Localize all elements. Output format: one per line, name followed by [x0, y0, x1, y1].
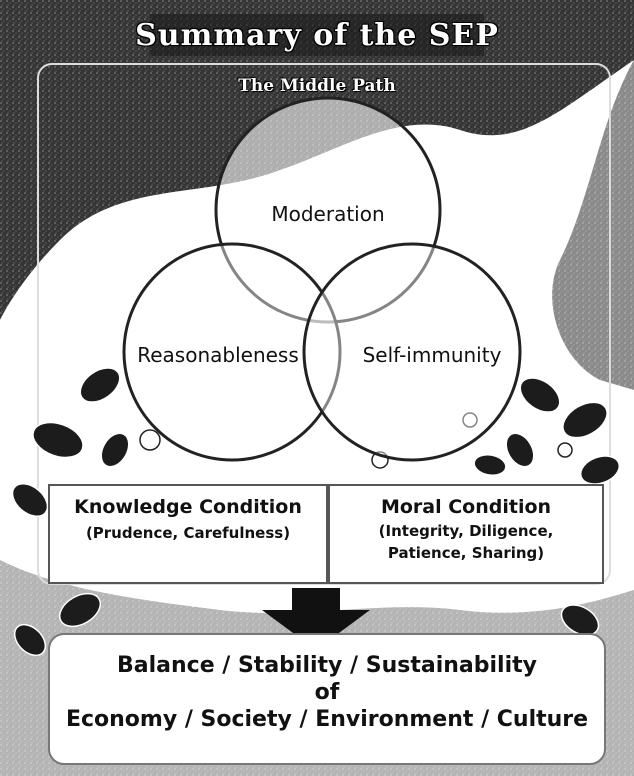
leaf-icon	[560, 604, 600, 636]
leaf-icon	[100, 432, 130, 468]
background-texture-right	[552, 60, 634, 390]
outcome-line-1: Balance / Stability / Sustainability	[116, 653, 537, 678]
down-arrow-icon	[262, 588, 370, 650]
leaf-icon	[32, 421, 84, 459]
knowledge-condition-title: Knowledge Condition	[74, 496, 302, 518]
flower-icon	[139, 429, 161, 451]
moral-condition-detail-1: (Integrity, Diligence,	[378, 522, 554, 540]
leaf-icon	[562, 401, 608, 439]
middle-path-frame	[37, 63, 611, 585]
moderation-label: Moderation	[271, 202, 385, 226]
background-texture-top	[0, 0, 634, 320]
circle-self-immunity	[302, 242, 522, 462]
flower-icon	[557, 442, 573, 458]
moral-condition-detail-2: Patience, Sharing)	[387, 544, 545, 562]
leaf-icon	[579, 455, 621, 485]
leaf-icon	[13, 623, 47, 657]
leaf-icon	[519, 377, 561, 413]
knowledge-condition-detail: (Prudence, Carefulness)	[85, 524, 291, 542]
leaf-icon	[505, 432, 535, 468]
page-title: Summary of the SEP	[135, 18, 499, 53]
middle-path-subtitle: The Middle Path	[238, 76, 396, 96]
leaf-decorations	[11, 367, 621, 657]
knowledge-condition-box: Knowledge Condition (Prudence, Carefulne…	[48, 484, 328, 584]
moral-condition-box: Moral Condition (Integrity, Diligence, P…	[328, 484, 604, 584]
leaf-icon	[11, 482, 49, 518]
circle-reasonableness	[122, 242, 342, 462]
moral-condition-title: Moral Condition	[380, 496, 552, 518]
outcome-box: Balance / Stability / Sustainability of …	[48, 633, 606, 765]
title-band	[150, 14, 484, 56]
leaf-icon	[79, 367, 121, 403]
self-immunity-label: Self-immunity	[362, 343, 502, 367]
circle-moderation	[214, 96, 442, 324]
flower-decorations	[139, 412, 573, 469]
leaf-icon	[473, 454, 507, 476]
flower-icon	[462, 412, 478, 428]
leaf-icon	[58, 592, 102, 628]
outcome-connector: of	[314, 680, 340, 705]
outcome-line-2: Economy / Society / Environment / Cultur…	[65, 707, 589, 732]
venn-diagram	[122, 96, 522, 462]
reasonableness-label: Reasonableness	[137, 343, 299, 367]
